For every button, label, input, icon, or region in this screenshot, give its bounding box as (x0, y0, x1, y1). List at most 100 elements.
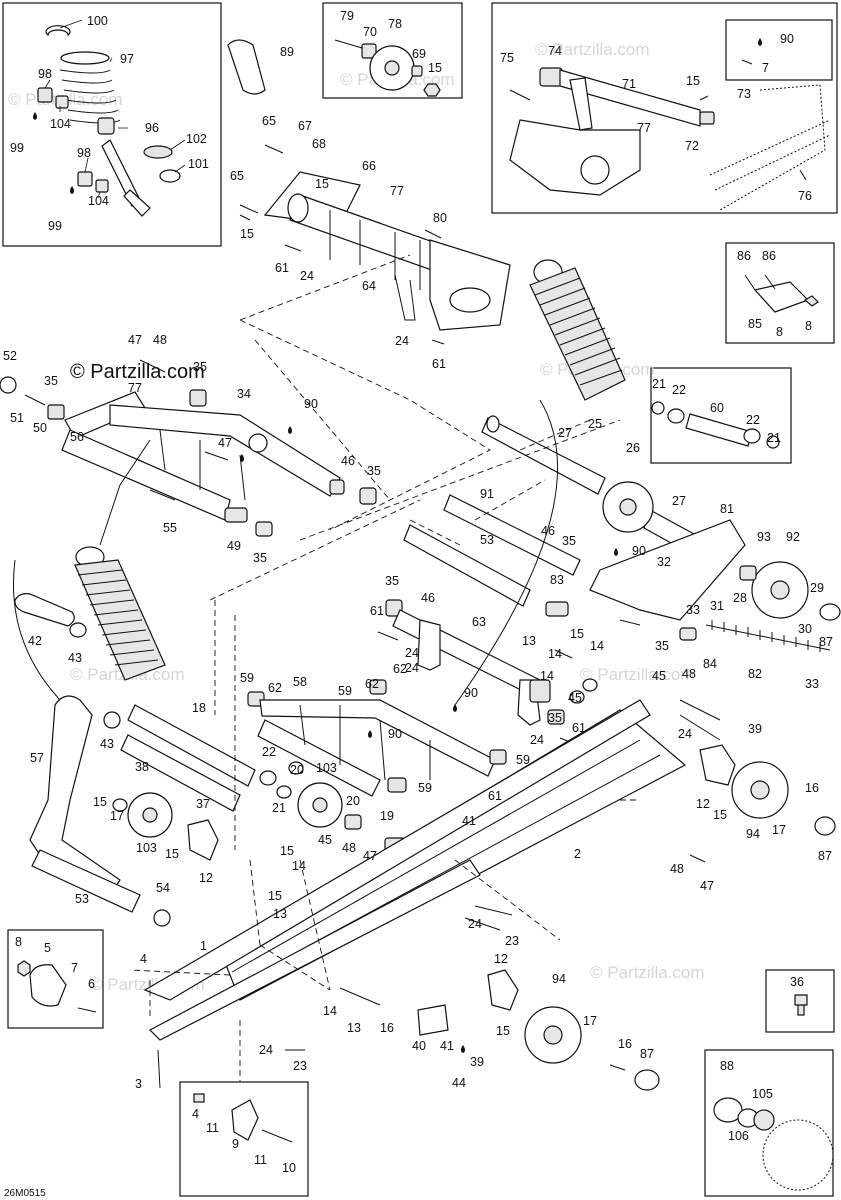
bracket-85-group (744, 274, 819, 313)
sleeve-89 (227, 39, 266, 95)
spring-top (60, 51, 110, 65)
center-arm-group (377, 599, 598, 747)
label: 2 (574, 847, 581, 861)
sleeve (224, 507, 248, 523)
label: 45 (652, 669, 666, 683)
label: 5 (44, 941, 51, 955)
shock-boot (74, 559, 166, 681)
label: 90 (304, 397, 318, 411)
label: 38 (135, 760, 149, 774)
grease-drop-icon (240, 454, 244, 462)
bushing (679, 627, 697, 641)
label: 1 (200, 939, 207, 953)
bushing (329, 479, 345, 495)
label: 7 (71, 961, 78, 975)
fitting-36 (794, 994, 808, 1016)
arm-leg (394, 274, 416, 321)
label: 61 (432, 357, 446, 371)
label: 9 (232, 1137, 239, 1151)
label: 12 (696, 797, 710, 811)
brace (329, 210, 421, 290)
washer (667, 408, 685, 424)
shock-end (123, 189, 151, 217)
bolt (334, 39, 363, 49)
label: 50 (33, 421, 47, 435)
grease-drop-icon (758, 38, 762, 46)
front-shock-group (529, 259, 626, 401)
label: 24 (678, 727, 692, 741)
handle-42 (14, 593, 75, 627)
label: 7 (762, 61, 769, 75)
inset-front-arm-box (491, 2, 838, 214)
sleeve (545, 601, 569, 617)
label: 29 (810, 581, 824, 595)
label: 35 (548, 711, 562, 725)
label: 77 (128, 381, 142, 395)
axle-18 (127, 704, 256, 787)
label: 53 (480, 533, 494, 547)
label: 98 (38, 67, 52, 81)
bolt (699, 59, 753, 101)
label: 15 (280, 844, 294, 858)
axle-53 (31, 849, 141, 913)
axle-53 (403, 524, 531, 607)
arm-leg (569, 77, 593, 131)
label: 27 (672, 494, 686, 508)
label: 69 (412, 47, 426, 61)
slider-block-12 (699, 744, 736, 786)
washer (259, 770, 277, 786)
watermark-faint: © Partzilla.com (590, 963, 705, 982)
bushing (77, 171, 93, 187)
bushing (539, 67, 563, 87)
spacer (55, 95, 69, 109)
label: 88 (720, 1059, 734, 1073)
plate-40 (417, 1004, 449, 1036)
label: 24 (405, 661, 419, 675)
rear-axles-group (403, 415, 841, 652)
rails-group (143, 699, 836, 1091)
label: 13 (522, 634, 536, 648)
label: 15 (268, 889, 282, 903)
arm-81 (589, 519, 746, 621)
label: 14 (323, 1004, 337, 1018)
watermark-main: © Partzilla.com (70, 361, 205, 383)
watermark-faint: © Partzilla.com (535, 40, 650, 59)
label: 8 (15, 935, 22, 949)
label: 105 (752, 1087, 773, 1101)
washer (112, 798, 128, 812)
label: 76 (798, 189, 812, 203)
label: 104 (50, 117, 71, 131)
label: 54 (156, 881, 170, 895)
part-labels: 100 97 98 104 99 96 102 101 98 104 99 89… (3, 9, 833, 1175)
label: 6 (88, 977, 95, 991)
label: 78 (388, 17, 402, 31)
label: 35 (253, 551, 267, 565)
side-plate (509, 119, 641, 196)
wheel-hub (750, 780, 770, 800)
spring-stopper (45, 25, 71, 37)
bushing (97, 117, 115, 135)
brace (299, 704, 431, 781)
bolt (24, 394, 46, 406)
label: 48 (342, 841, 356, 855)
cap-87 (634, 1069, 660, 1091)
label: 87 (640, 1047, 654, 1061)
wheel-hub (619, 498, 637, 516)
label: 92 (786, 530, 800, 544)
axle (685, 413, 753, 447)
inset-bracket-box (725, 242, 835, 344)
label: 35 (193, 360, 207, 374)
label: 70 (363, 25, 377, 39)
label: 91 (480, 487, 494, 501)
boot-ribs (534, 277, 623, 386)
tube-end (287, 193, 309, 223)
label: 72 (685, 139, 699, 153)
label: 22 (746, 413, 760, 427)
label: 37 (196, 797, 210, 811)
label: 15 (428, 61, 442, 75)
label: 61 (275, 261, 289, 275)
label: 24 (395, 334, 409, 348)
label: 90 (464, 686, 478, 700)
label: 82 (748, 667, 762, 681)
label: 46 (421, 591, 435, 605)
